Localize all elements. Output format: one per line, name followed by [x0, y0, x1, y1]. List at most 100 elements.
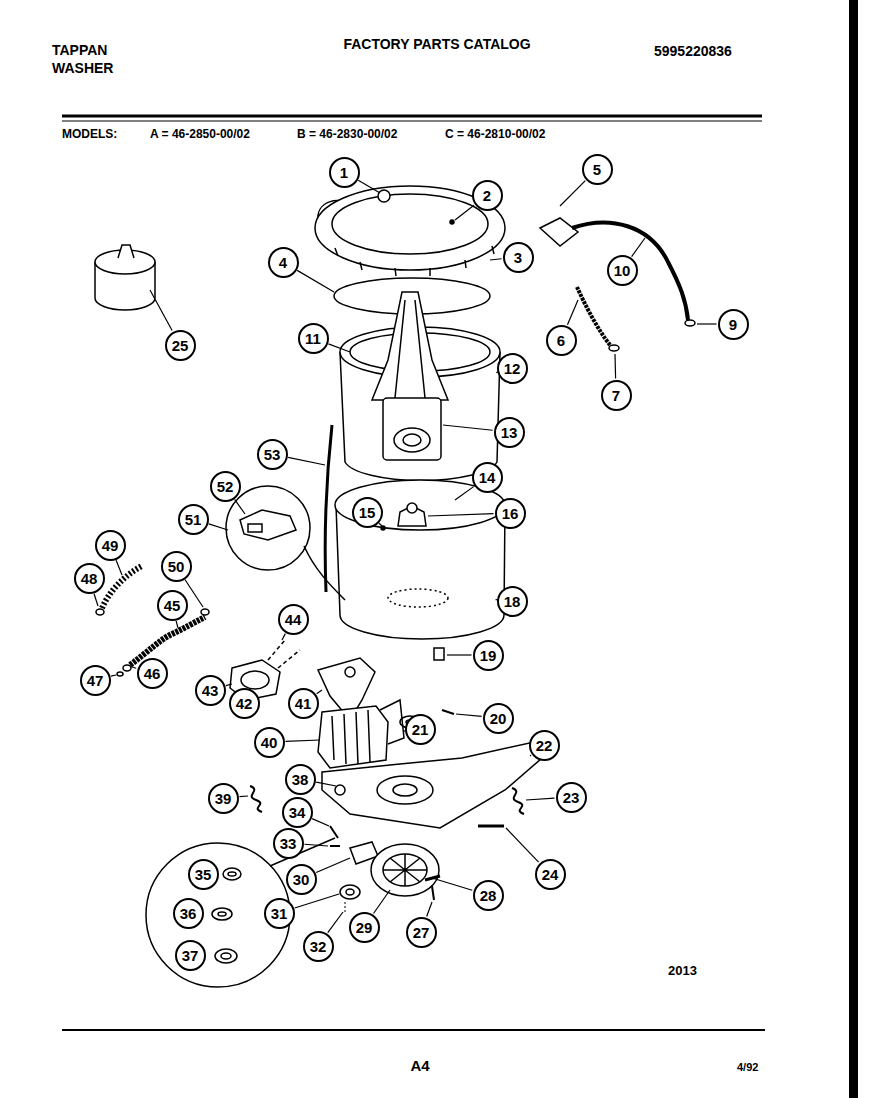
callout-text: 23	[563, 790, 580, 805]
callout-text: 41	[295, 696, 312, 711]
callout-number: 40	[254, 727, 285, 758]
callout-text: 30	[293, 872, 310, 887]
callout-text: 42	[236, 696, 253, 711]
leader-line	[111, 675, 116, 676]
spring	[250, 786, 262, 812]
callout-number: 35	[188, 859, 219, 890]
leader-line	[209, 524, 228, 530]
figure-number: 2013	[668, 964, 697, 978]
agitator	[395, 300, 425, 398]
callout-text: 43	[202, 683, 219, 698]
pulley	[371, 844, 440, 896]
callout-text: 37	[182, 948, 199, 963]
callout-text: 50	[168, 559, 185, 574]
callout-text: 12	[504, 361, 521, 376]
detail-circle	[226, 486, 345, 600]
callout-number: 42	[229, 688, 260, 719]
callout-text: 53	[264, 447, 281, 462]
catalog-title: FACTORY PARTS CATALOG	[343, 37, 530, 52]
motor	[318, 700, 404, 768]
callout-text: 19	[480, 648, 497, 663]
callout-text: 47	[87, 673, 104, 688]
leader-line	[447, 654, 472, 655]
bracket	[345, 667, 355, 677]
callout-number: 53	[257, 439, 288, 470]
brand-name: TAPPAN	[52, 43, 107, 58]
leader-line	[490, 259, 502, 260]
washer	[346, 889, 354, 895]
callout-text: 13	[501, 425, 518, 440]
callout-text: 24	[542, 867, 559, 882]
callout-number: 10	[607, 255, 638, 286]
callout-number: 31	[264, 898, 295, 929]
model-number: C = 46-2810-00/02	[445, 128, 545, 141]
page-number: A4	[410, 1058, 429, 1075]
leader-line	[316, 858, 350, 873]
callout-number: 18	[497, 586, 528, 617]
leader-line	[455, 487, 474, 500]
callout-text: 36	[180, 906, 197, 921]
callout-number: 24	[535, 859, 566, 890]
leader-line	[239, 795, 248, 797]
leader-line	[150, 290, 172, 331]
callout-text: 20	[490, 711, 507, 726]
part-drawing	[95, 245, 155, 310]
callout-text: 11	[305, 331, 321, 346]
callout-text: 18	[504, 594, 521, 609]
leader-line	[176, 621, 178, 628]
callout-number: 36	[173, 898, 204, 929]
small-part	[330, 826, 378, 864]
callout-text: 10	[614, 263, 631, 278]
callout-text: 51	[185, 512, 202, 527]
callout-number: 15	[352, 497, 383, 528]
models-heading: MODELS:	[62, 128, 117, 141]
callout-number: 47	[80, 665, 111, 696]
leader-line	[94, 594, 98, 606]
callout-text: 48	[81, 571, 98, 586]
callout-number: 46	[137, 658, 168, 689]
callout-text: 27	[413, 925, 430, 940]
tube	[325, 425, 332, 592]
footer-rule	[62, 1029, 765, 1031]
bolt	[478, 825, 504, 828]
leader-line	[282, 634, 285, 640]
callout-text: 9	[729, 317, 737, 332]
callout-number: 33	[273, 828, 304, 859]
callout-text: 45	[164, 598, 181, 613]
agitator	[372, 292, 448, 400]
callout-text: 52	[217, 479, 234, 494]
leader-line	[632, 238, 645, 257]
leader-line	[304, 844, 328, 846]
callout-number: 34	[282, 797, 313, 828]
callout-number: 19	[473, 640, 504, 671]
model-number: A = 46-2850-00/02	[150, 128, 250, 141]
callout-text: 21	[412, 722, 429, 737]
leader-line	[506, 828, 539, 862]
callout-number: 7	[601, 380, 632, 411]
callout-text: 46	[144, 666, 161, 681]
leader-line	[295, 894, 339, 908]
callout-text: 6	[557, 333, 565, 348]
callout-number: 5	[582, 154, 613, 185]
callout-number: 49	[95, 530, 126, 561]
callout-number: 16	[495, 498, 526, 529]
callout-text: 31	[271, 906, 288, 921]
callout-number: 9	[718, 309, 749, 340]
leader-line	[132, 667, 136, 668]
callout-text: 25	[172, 338, 189, 353]
callout-text: 35	[195, 867, 212, 882]
callout-number: 37	[175, 940, 206, 971]
catalog-number: 5995220836	[654, 44, 732, 59]
leader-line	[443, 425, 493, 430]
callout-text: 29	[356, 920, 373, 935]
callout-number: 1	[329, 157, 360, 188]
leader-line	[456, 714, 482, 716]
callout-number: 14	[472, 462, 503, 493]
callout-number: 48	[74, 563, 105, 594]
callout-number: 32	[303, 931, 334, 962]
leader-line	[297, 270, 334, 292]
product-type: WASHER	[52, 61, 113, 76]
